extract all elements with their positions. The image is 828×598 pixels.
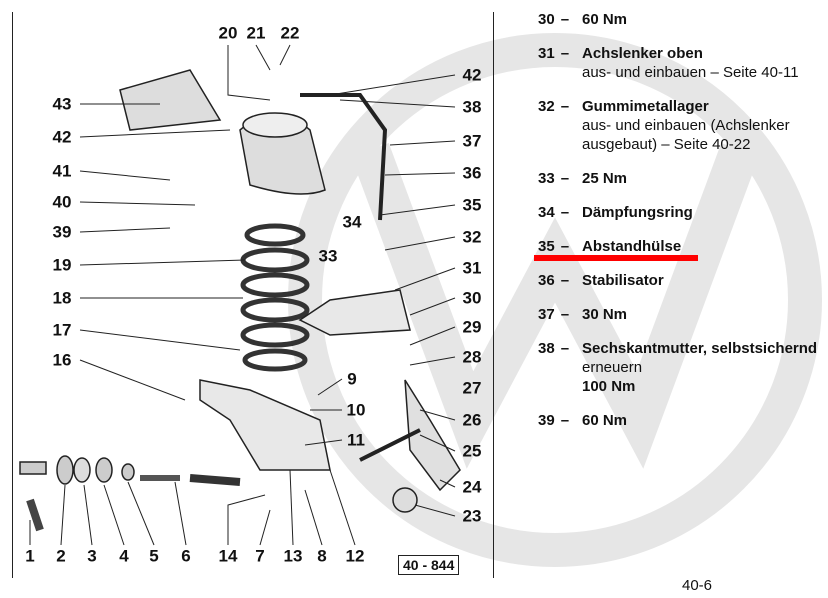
legend-item-37: 37– 30 Nm (538, 305, 828, 324)
callout-27: 27 (462, 378, 482, 398)
callout-20: 20 (218, 23, 238, 43)
callout-29: 29 (462, 317, 482, 337)
callout-36: 36 (462, 163, 482, 183)
legend-item-39: 39– 60 Nm (538, 411, 828, 430)
callout-25: 25 (462, 441, 482, 461)
callout-14: 14 (218, 546, 238, 566)
legend-number: 37– (538, 306, 570, 323)
suspension-exploded-diagram (19, 44, 461, 546)
callout-3: 3 (87, 546, 97, 566)
legend-title: Gummimetallager (582, 98, 709, 115)
callout-26: 26 (462, 410, 482, 430)
callout-13: 13 (283, 546, 303, 566)
callout-1: 1 (25, 546, 35, 566)
callout-17: 17 (52, 320, 72, 340)
legend-subtext: erneuern (582, 359, 643, 376)
callout-11: 11 (347, 430, 365, 450)
callout-12: 12 (345, 546, 365, 566)
legend-number: 32– (538, 98, 570, 115)
callout-38: 38 (462, 97, 482, 117)
callout-8: 8 (317, 546, 327, 566)
callout-31: 31 (462, 258, 482, 278)
legend-item-30: 30– 60 Nm (538, 10, 828, 29)
callout-7: 7 (255, 546, 265, 566)
legend-item-38: 38– Sechskantmutter, selbstsichernd erneue… (538, 339, 828, 396)
callout-37: 37 (462, 131, 482, 151)
callout-10: 10 (346, 400, 366, 420)
callout-6: 6 (181, 546, 191, 566)
callout-41: 41 (52, 161, 72, 181)
callout-35: 35 (462, 195, 482, 215)
callout-2: 2 (56, 546, 66, 566)
page-number: 40-6 (682, 577, 713, 594)
legend-title: Abstandhülse (582, 238, 682, 255)
highlight-underline (534, 255, 698, 261)
callout-33: 33 (318, 246, 338, 266)
callout-32: 32 (462, 227, 482, 247)
callout-42-right: 42 (462, 65, 482, 85)
figure-number: 40 - 844 (398, 555, 460, 575)
callout-24: 24 (462, 477, 482, 497)
diagram-frame (12, 12, 494, 578)
legend-torque: 100 Nm (582, 378, 636, 395)
callout-42-left: 42 (52, 127, 72, 147)
legend-title: Achslenker oben (582, 45, 703, 62)
callout-19: 19 (52, 255, 72, 275)
callout-16: 16 (52, 350, 72, 370)
callout-34: 34 (342, 212, 362, 232)
legend-item-33: 33– 25 Nm (538, 169, 828, 188)
legend-title: 60 Nm (582, 412, 628, 429)
legend-item-35: 35– Abstandhülse (538, 237, 828, 256)
legend-title: 60 Nm (582, 11, 628, 28)
legend-number: 33– (538, 170, 570, 187)
callout-40: 40 (52, 192, 72, 212)
legend-number: 30– (538, 11, 570, 28)
legend-subtext: aus- und einbauen – Seite 40-11 (582, 64, 799, 81)
callout-28: 28 (462, 347, 482, 367)
legend-subtext: aus- und einbauen (Achslenker ausgebaut)… (582, 117, 790, 153)
legend-number: 35– (538, 238, 570, 255)
legend-title: Dämpfungsring (582, 204, 693, 221)
callout-18: 18 (52, 288, 72, 308)
legend-number: 39– (538, 412, 570, 429)
legend-item-34: 34– Dämpfungsring (538, 203, 828, 222)
parts-legend: 30– 60 Nm 31– Achslenker oben aus- und einba… (538, 10, 828, 445)
legend-number: 31– (538, 45, 570, 62)
legend-item-36: 36– Stabilisator (538, 271, 828, 290)
callout-5: 5 (149, 546, 159, 566)
legend-number: 36– (538, 272, 570, 289)
callout-43: 43 (52, 94, 72, 114)
legend-item-31: 31– Achslenker oben aus- und einbauen – Se… (538, 44, 828, 82)
callout-21: 21 (246, 23, 266, 43)
legend-title: 30 Nm (582, 306, 628, 323)
legend-number: 34– (538, 204, 570, 221)
callout-30: 30 (462, 288, 482, 308)
legend-title: Sechskantmutter, selbstsichernd (582, 340, 818, 357)
callout-4: 4 (119, 546, 129, 566)
callout-23: 23 (462, 506, 482, 526)
legend-number: 38– (538, 340, 570, 357)
legend-title: Stabilisator (582, 272, 664, 289)
legend-title: 25 Nm (582, 170, 628, 187)
callout-39: 39 (52, 222, 72, 242)
callout-9: 9 (347, 369, 357, 389)
legend-item-32: 32– Gummimetallager aus- und einbauen (Ach… (538, 97, 828, 154)
callout-22: 22 (280, 23, 300, 43)
